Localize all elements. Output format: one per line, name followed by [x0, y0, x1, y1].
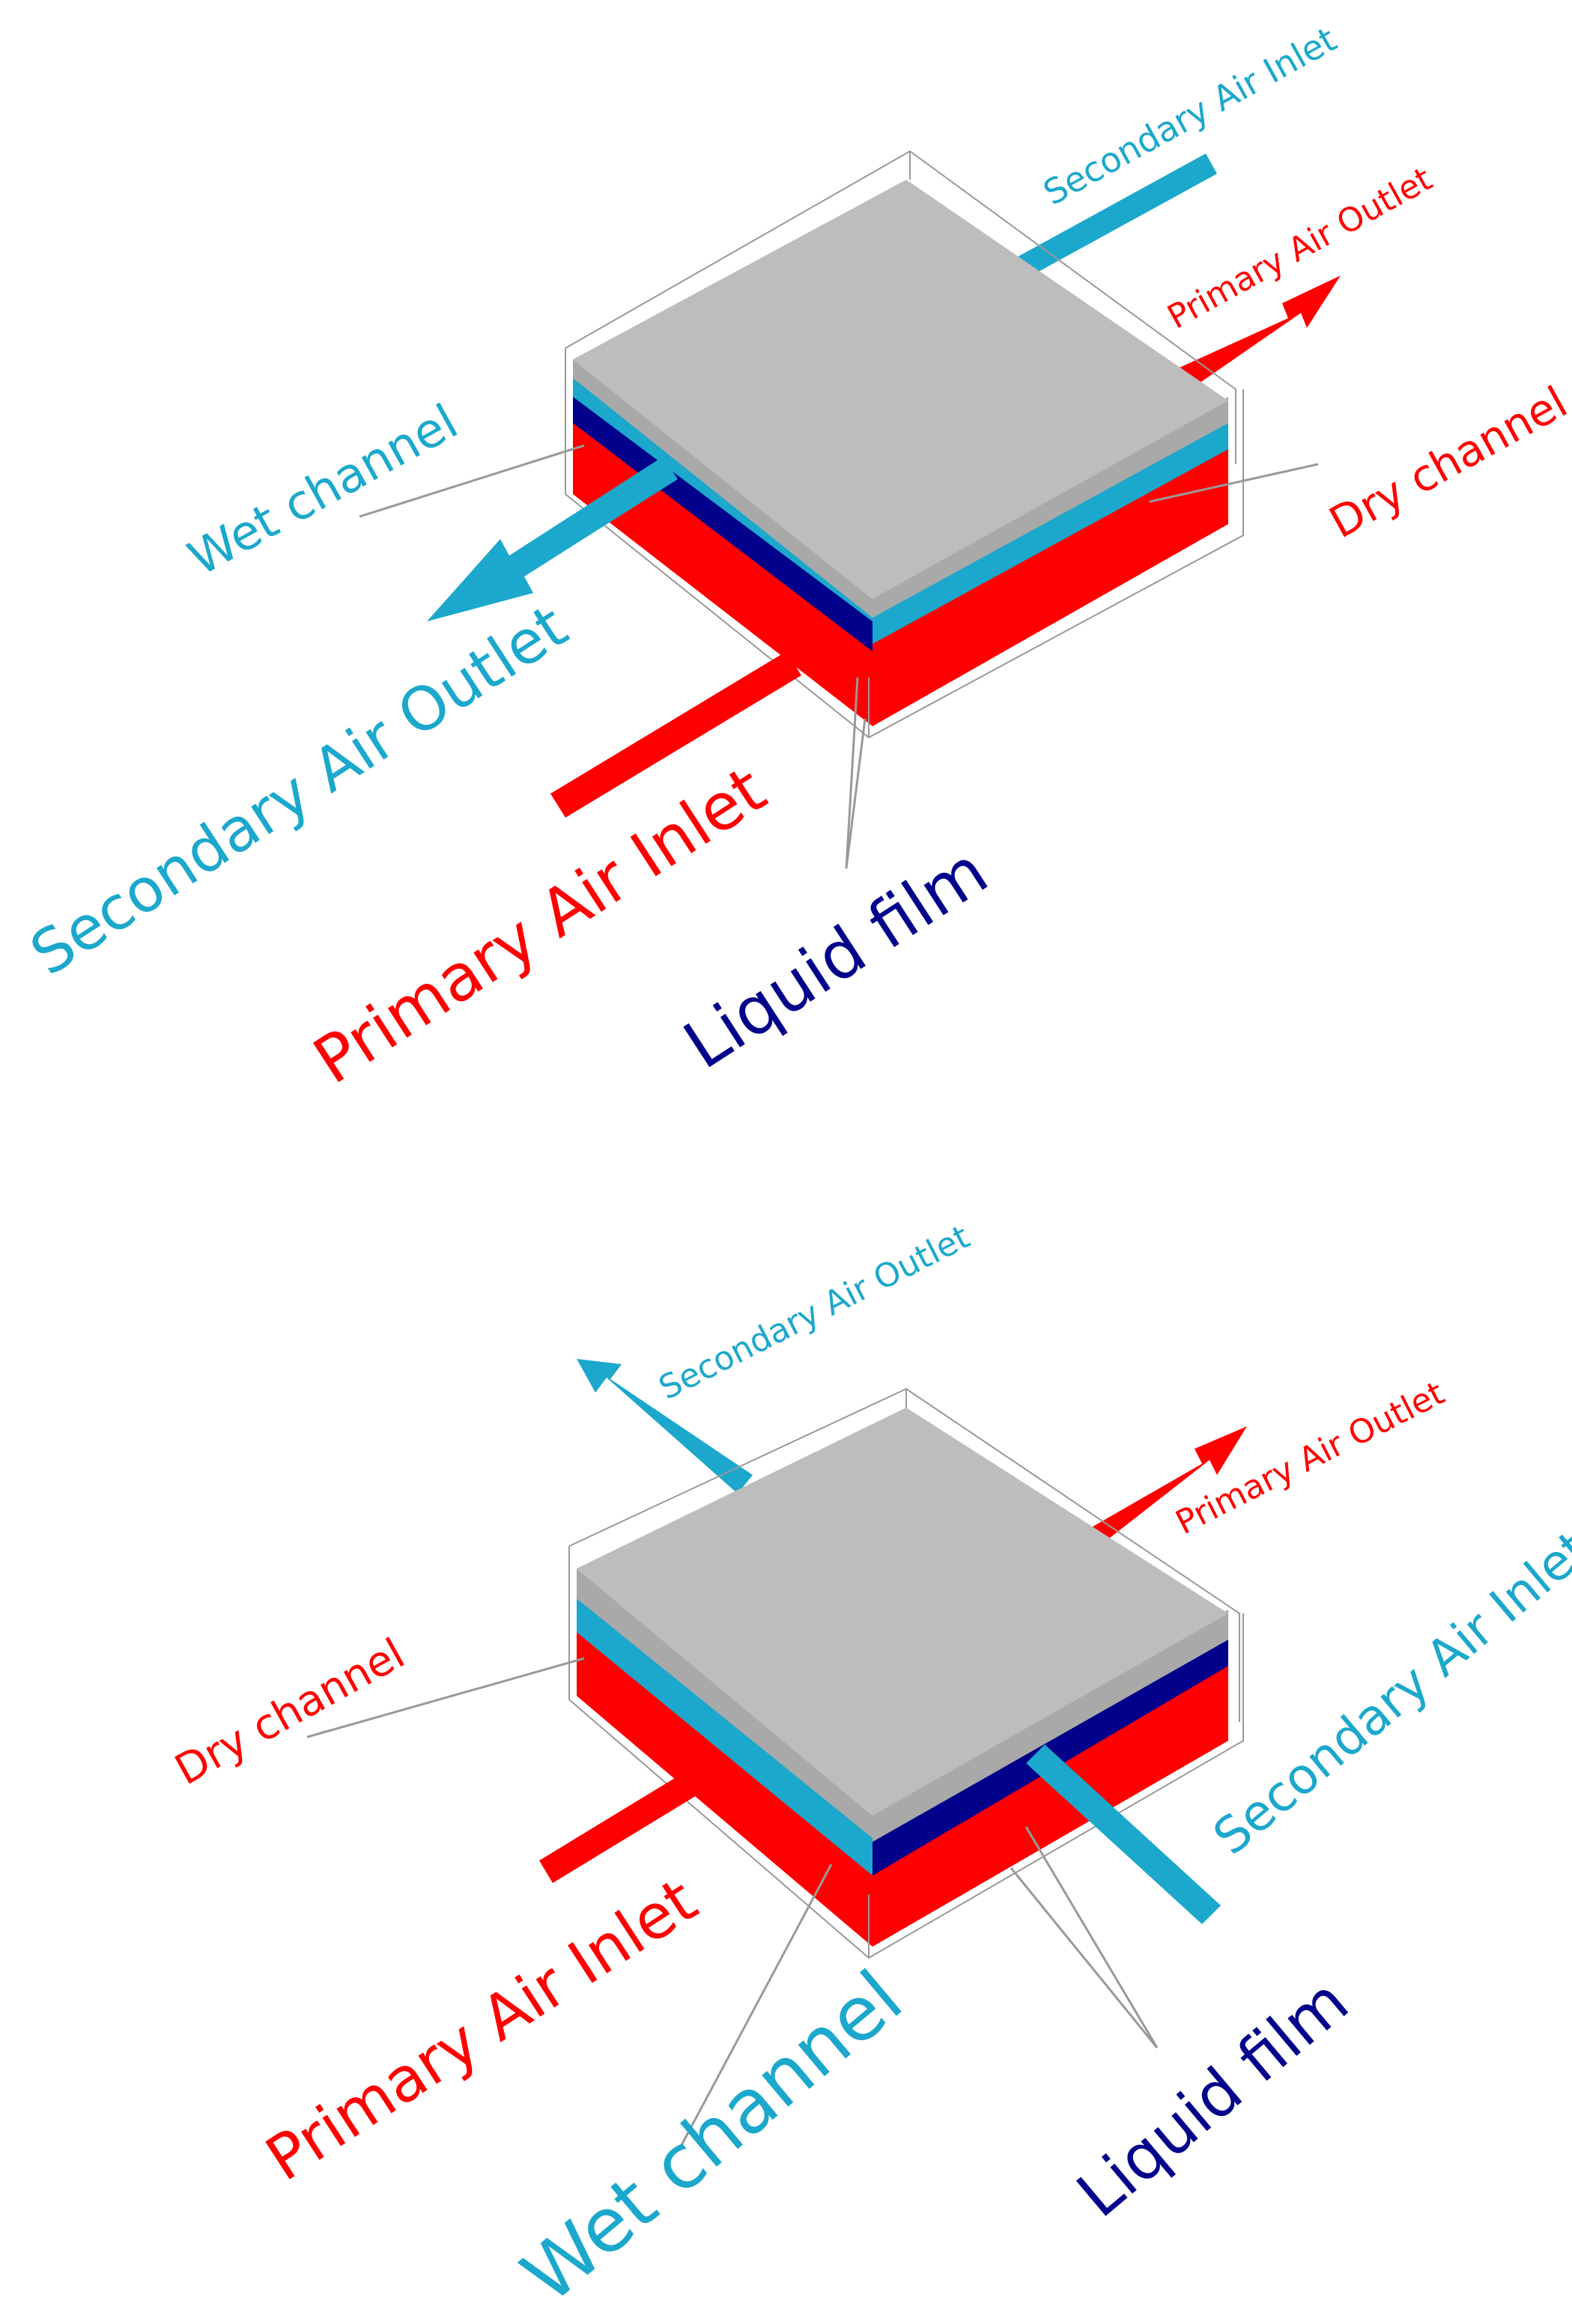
top-left-face-cyan [573, 378, 873, 621]
top-wet-channel-label: Wet channel [180, 395, 467, 587]
bottom-liquid-film-leader-b [1025, 1826, 1159, 2048]
top-liquid-film-label: Liquid film [670, 832, 1001, 1083]
top-liquid-film-leader-b [845, 718, 867, 869]
top-left-face-blue [573, 393, 873, 651]
bottom-left-face-red [577, 1628, 873, 1947]
bottom-wireframe-back [568, 1387, 1240, 1722]
bottom-secondary-outlet-arrow [577, 1359, 753, 1494]
bottom-plate [577, 1408, 1228, 1816]
top-secondary-inlet-stripe [1015, 153, 1217, 279]
top-dry-channel-leader [1149, 463, 1319, 503]
top-wireframe-back [565, 150, 1236, 464]
bottom-dry-channel-leader [306, 1657, 585, 1739]
top-primary-outlet-arrow [1165, 276, 1341, 398]
bottom-liquid-film-leader-a [1010, 1867, 1159, 2048]
bottom-dry-channel-label: Dry channel [167, 1629, 413, 1795]
top-wet-channel-leader [359, 444, 585, 518]
bottom-plate-left-edge [577, 1569, 873, 1838]
bottom-secondary-air-outlet-label: Secondary Air Outlet [653, 1218, 976, 1408]
top-plate [573, 180, 1228, 599]
bottom-left-face-cyan [577, 1598, 873, 1876]
top-right-face-cyan [873, 419, 1228, 644]
top-primary-inlet-stripe [550, 651, 801, 818]
top-secondary-outlet-arrow [427, 457, 678, 621]
bottom-diagram: Secondary Air Outlet Primary Air Outlet … [167, 1218, 1572, 2320]
bottom-wet-channel-leader [680, 1864, 833, 2146]
bottom-secondary-air-inlet-label: Secondary Air Inlet [1203, 1519, 1572, 1866]
top-diagram: Secondary Air Inlet Primary Air Outlet D… [19, 19, 1572, 1098]
top-right-face-grey [873, 397, 1228, 618]
bottom-primary-outlet-arrow [1078, 1426, 1247, 1554]
bottom-right-face-grey [873, 1610, 1228, 1842]
top-right-face-red [873, 442, 1228, 726]
bottom-right-face-red [873, 1662, 1228, 1947]
top-liquid-film-leader-a [845, 677, 859, 869]
top-plate-left-edge [573, 359, 873, 618]
bottom-liquid-film-label: Liquid film [1063, 1965, 1362, 2232]
top-dry-channel-label: Dry channel [1321, 377, 1572, 549]
bottom-secondary-inlet-stripe [1026, 1744, 1221, 1924]
bottom-primary-inlet-stripe [539, 1756, 725, 1883]
